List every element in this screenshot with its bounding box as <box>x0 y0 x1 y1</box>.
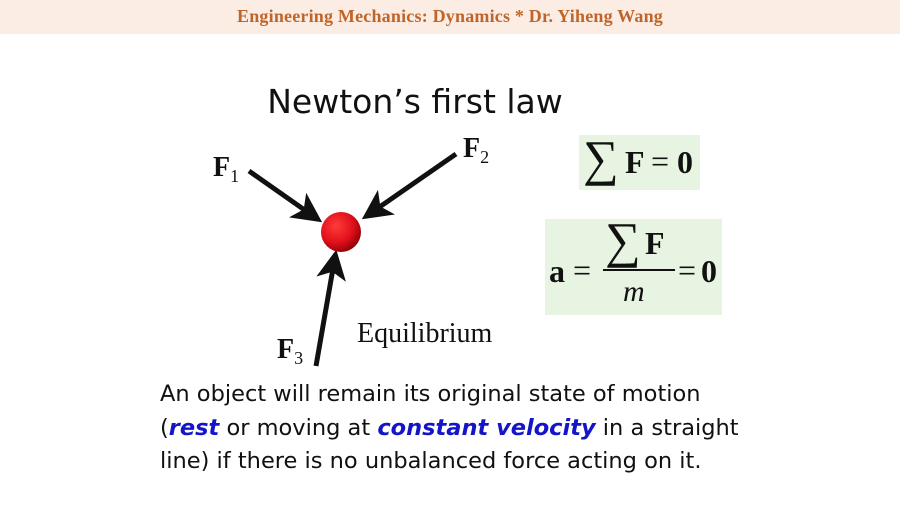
highlight-rest: rest <box>168 414 220 441</box>
first-law-statement: An object will remain its original state… <box>160 381 739 474</box>
course-title: Engineering Mechanics: Dynamics * Dr. Yi… <box>237 6 663 26</box>
slide-title: Newton’s first law <box>267 82 563 121</box>
force-label-f2: F2 <box>463 133 490 167</box>
fraction-bar <box>603 269 675 271</box>
sigma-symbol: ∑ <box>583 130 619 186</box>
force-arrow-f3 <box>313 249 346 367</box>
equation-sum-forces: ∑ F = 0 <box>579 130 700 190</box>
course-header: Engineering Mechanics: Dynamics * Dr. Yi… <box>0 0 900 34</box>
equilibrium-caption: Equilibrium <box>357 318 493 349</box>
sigma-symbol: ∑ <box>605 212 641 268</box>
force-arrow-f1 <box>247 168 323 223</box>
force-label-f3: F3 <box>277 334 304 368</box>
highlight-constant-velocity: constant velocity <box>377 414 596 441</box>
force-arrow-f2 <box>361 151 458 220</box>
particle <box>321 212 361 252</box>
force-label-f1: F1 <box>213 152 240 186</box>
equation-acceleration: a = ∑ F m = 0 <box>545 212 722 315</box>
